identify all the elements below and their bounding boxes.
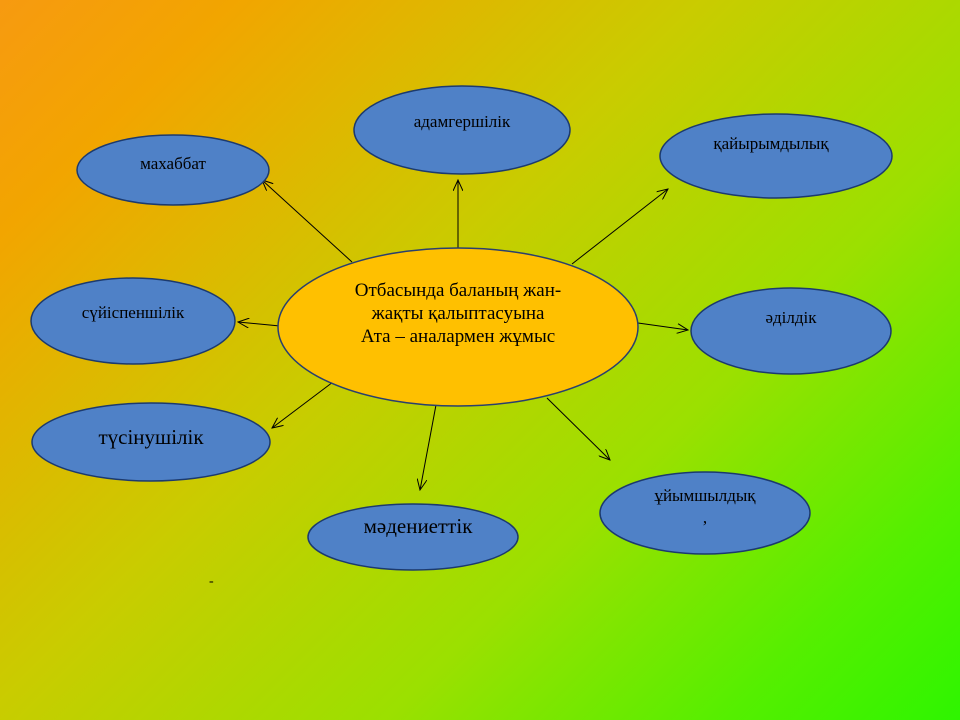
arrow-to-qaiyrymdylyq — [571, 189, 668, 265]
node-mahabbat — [76, 134, 270, 206]
center-node — [277, 247, 639, 407]
arrow-to-suiispenshilik — [238, 322, 281, 326]
node-suiispenshilik — [30, 277, 236, 365]
arrow-to-tusinushilik — [272, 381, 334, 428]
node-adildik — [690, 287, 892, 375]
arrow-to-adildik — [637, 322, 688, 330]
node-adamgershilik — [353, 85, 571, 175]
node-tusinushilik — [31, 402, 271, 482]
connector-arrows — [238, 180, 688, 490]
node-madeniettik — [307, 503, 519, 571]
stray-mark: - — [209, 574, 214, 589]
arrow-to-madeniettik — [420, 404, 437, 490]
arrow-to-mahabbat — [262, 180, 353, 263]
node-uiymshyldyq — [599, 471, 811, 555]
arrow-to-uiymshyldyq — [546, 397, 610, 460]
node-qaiyrymdylyq — [659, 113, 893, 199]
